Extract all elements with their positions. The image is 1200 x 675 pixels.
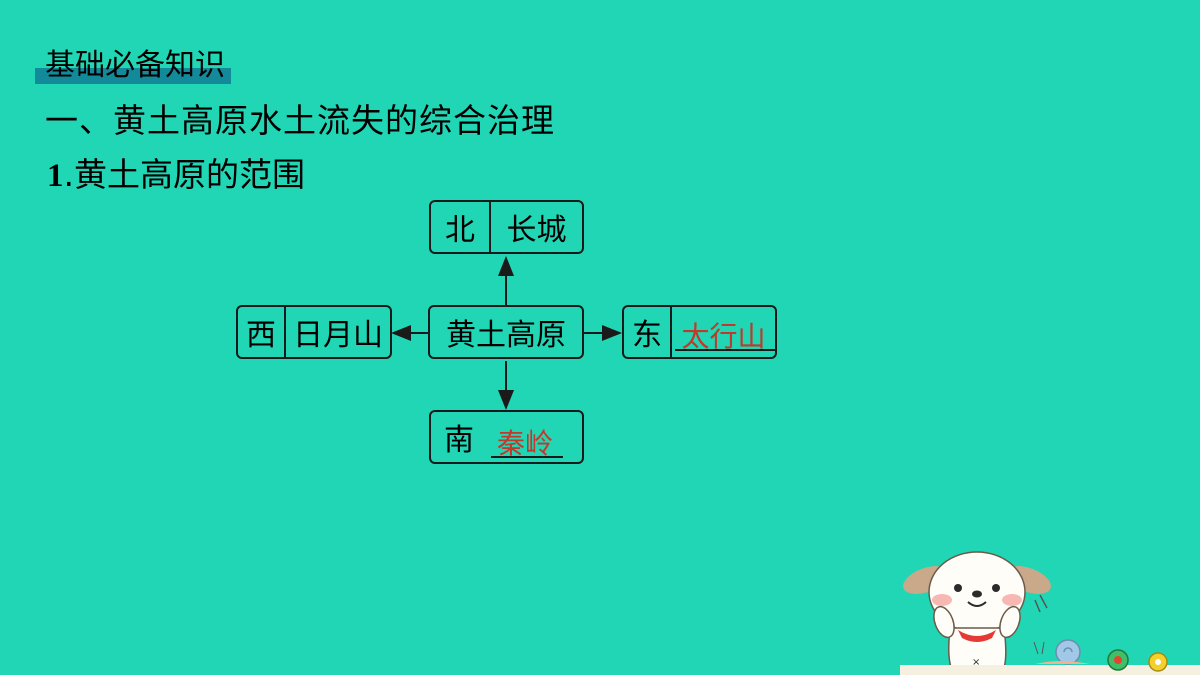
west-boundary: 日月山 — [293, 318, 383, 353]
center-box: 黄土高原 — [428, 305, 584, 359]
south-box: 南 秦岭 — [429, 410, 584, 464]
center-label: 黄土高原 — [446, 318, 566, 353]
west-box: 西 日月山 — [236, 305, 392, 359]
south-answer-cell: 秦岭 — [487, 412, 582, 462]
south-label: 南 — [444, 423, 474, 458]
subsection-heading: 1.黄土高原的范围 — [47, 154, 305, 197]
south-answer: 秦岭 — [490, 422, 564, 462]
section-tag: 基础必备知识 — [35, 48, 231, 84]
east-answer: 太行山 — [675, 315, 776, 355]
north-boundary: 长城 — [506, 213, 567, 248]
subsection-title: .黄土高原的范围 — [63, 155, 306, 194]
east-box: 东 太行山 — [622, 305, 777, 359]
north-box: 北 长城 — [429, 200, 584, 254]
snail-icon — [1055, 639, 1081, 665]
svg-text:×: × — [972, 657, 980, 668]
section-heading: 一、黄土高原水土流失的综合治理 — [45, 101, 555, 140]
subsection-number: 1 — [47, 158, 64, 194]
east-label: 东 — [624, 307, 672, 357]
east-answer-cell: 太行山 — [672, 307, 776, 357]
puppy-illustration: × — [900, 551, 1200, 675]
puppy-body — [948, 627, 1007, 675]
north-label: 北 — [431, 202, 491, 252]
west-label: 西 — [238, 307, 286, 357]
